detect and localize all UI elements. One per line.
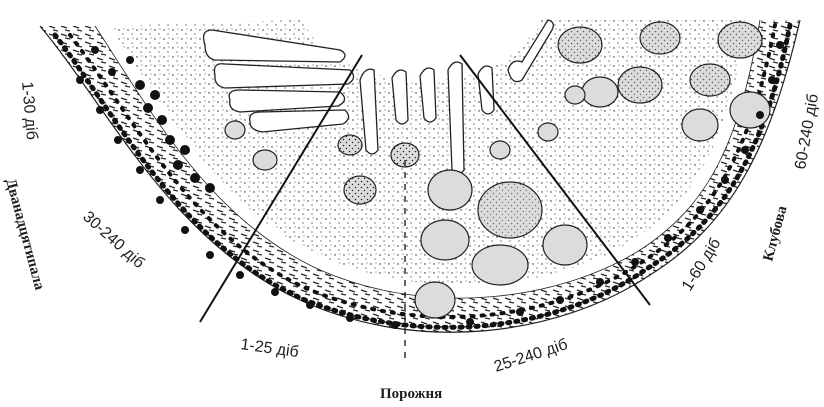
- gland: [421, 220, 469, 260]
- label-age-ile-2: 60-240 діб: [792, 93, 822, 171]
- label-age-jej-2: 25-240 діб: [492, 336, 570, 376]
- label-ileum: Клубова: [760, 204, 790, 263]
- gland: [428, 170, 472, 210]
- label-age-duo-1: 1-30 діб: [18, 81, 40, 141]
- gland: [415, 282, 455, 318]
- gland: [253, 150, 277, 170]
- label-duodenum: Дванадцятипала: [2, 177, 47, 292]
- gland: [682, 109, 718, 141]
- gland: [582, 77, 618, 107]
- label-lumen: Порожня: [380, 386, 442, 402]
- gland: [538, 123, 558, 141]
- gland: [490, 141, 510, 159]
- gland: [225, 121, 245, 139]
- label-age-jej-1: 1-25 діб: [239, 336, 299, 361]
- label-age-duo-2: 30-240 діб: [79, 208, 147, 272]
- gland: [565, 86, 585, 104]
- gland: [543, 225, 587, 265]
- gland: [472, 245, 528, 285]
- gland: [730, 92, 770, 128]
